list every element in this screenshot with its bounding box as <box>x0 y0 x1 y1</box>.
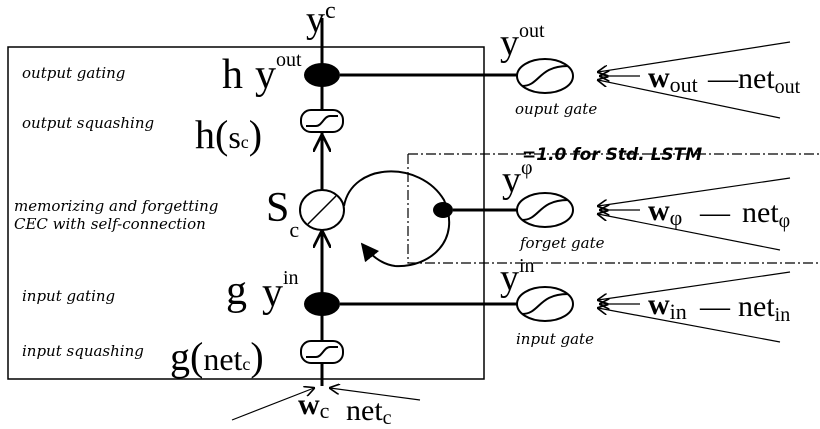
input-squashing-label: input squashing <box>22 342 144 360</box>
output-gate-input-1 <box>598 41 791 72</box>
forget-gate-label: forget gate <box>519 234 605 252</box>
h-symbol: h <box>222 52 243 98</box>
memorizing-label-2: CEC with self-connection <box>14 215 206 233</box>
g-symbol: g <box>226 268 247 314</box>
w-out-symbol: wout <box>648 61 698 97</box>
h-of-sc: h(sc) <box>195 112 262 157</box>
y-out-symbol: yout <box>255 49 302 98</box>
forget-gating-node <box>433 202 453 218</box>
input-gate-input-3 <box>598 308 781 343</box>
output-gate-label: ouput gate <box>515 100 597 118</box>
net-in-symbol: —netin <box>699 290 790 326</box>
g-of-netc: g(netc) <box>170 334 264 379</box>
input-gate-input-1 <box>598 271 791 300</box>
forget-gate-input-3 <box>598 214 781 251</box>
y-in-gate-symbol: yin <box>500 255 535 299</box>
input-squash-curve <box>306 346 338 358</box>
std-lstm-note: =1.0 for Std. LSTM <box>522 145 702 165</box>
memory-cell-box <box>7 46 485 380</box>
cell-input-arrow-right <box>330 388 421 401</box>
output-gate-input-3 <box>598 80 781 119</box>
y-out-gate-symbol: yout <box>500 20 545 64</box>
s-c-symbol: Sc <box>266 185 299 242</box>
y-in-symbol: yin <box>262 267 299 316</box>
w-phi-symbol: wφ <box>648 194 682 230</box>
forget-gate-sigmoid <box>521 199 569 221</box>
output-gate-unit <box>516 58 574 94</box>
output-squash-curve <box>306 115 338 127</box>
output-gate-sigmoid <box>521 65 569 87</box>
input-gating-label: input gating <box>22 287 115 305</box>
input-gate-label: input gate <box>516 330 594 348</box>
net-phi-symbol: —netφ <box>699 196 790 232</box>
input-gate-sigmoid <box>521 293 569 315</box>
forget-gate-input-1 <box>598 177 791 206</box>
input-gate-unit <box>516 286 574 322</box>
std-lstm-region <box>407 153 820 264</box>
cell-output-label: yc <box>306 0 336 41</box>
memorizing-label-1: memorizing and forgetting <box>14 197 218 215</box>
y-phi-symbol: yφ <box>502 157 533 201</box>
w-c-symbol: wc <box>298 388 330 423</box>
input-gating-node <box>304 292 340 316</box>
net-out-symbol: —netout <box>707 62 801 98</box>
self-connection-loop <box>343 170 451 268</box>
output-gating-node <box>304 63 340 87</box>
forget-gate-unit <box>516 192 574 228</box>
cec-linear-line <box>307 195 337 225</box>
cell-input-arrow-left <box>231 388 314 421</box>
net-c-symbol: netc <box>346 394 392 429</box>
output-squashing-label: output squashing <box>22 114 154 132</box>
w-in-symbol: win <box>648 288 687 324</box>
output-gating-label: output gating <box>22 64 125 82</box>
